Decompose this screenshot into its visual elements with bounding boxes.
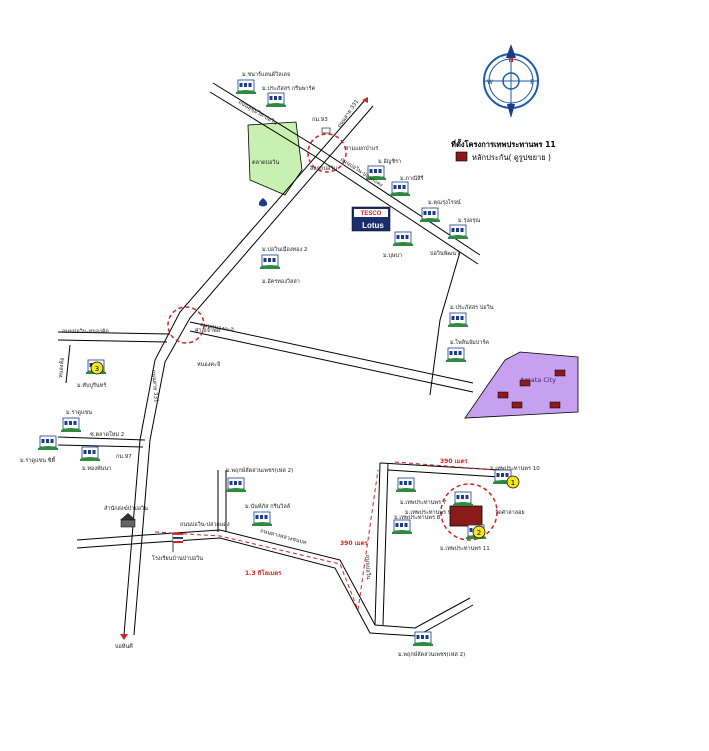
- compass-w: W: [487, 79, 493, 86]
- distance-d2: 390 เมตร: [340, 540, 369, 547]
- marker-3: 3: [95, 365, 99, 373]
- compass-rose: N S E W: [483, 44, 539, 118]
- label-p25: ม.เทพประทานพร 9: [405, 509, 452, 516]
- legend-item: หลักประกัน( ดูรูปขยาย ): [472, 153, 551, 162]
- road-label-r5: ถนนบ่อวิน-หนองค้อ: [62, 328, 109, 335]
- temple-icon: [120, 513, 136, 528]
- label-p13: ม.ไพลินจัมปาร์ค: [450, 339, 489, 346]
- label-p26: ม.เทพประทานพร 8: [394, 514, 441, 521]
- label-p3: กม.93: [312, 117, 328, 123]
- tesco-text: TESCO: [361, 211, 382, 217]
- label-p10: ม.บ่อวินเมืองทอง 2: [262, 246, 307, 253]
- label-p15: ม.ราดูแขน: [66, 410, 92, 416]
- label-p33: ศาลเจ้าพ่อ: [195, 327, 220, 334]
- marker-1: 1: [511, 479, 515, 487]
- compass-n: N: [508, 57, 513, 64]
- amata-label: Amata City: [520, 376, 556, 384]
- label-p17: ม.ทองพันนา: [82, 465, 111, 472]
- water-drop-icon: [258, 198, 268, 207]
- label-p9: ม.บุษบา: [383, 253, 402, 259]
- label-p20: ม.พฤกษ์ลัดสวนเพชร(เฟส 2): [226, 467, 293, 474]
- distance-labels: 390 เมตร 390 เมตร 1.3 กิโลเมตร: [245, 458, 469, 577]
- road-label-r9: ถนนบ่อวิน-ปลวกแดง: [180, 521, 230, 528]
- km-sign-icon: [321, 127, 331, 134]
- road-label-r7: หนองค้อ: [57, 357, 66, 378]
- highlight-circles: [167, 133, 498, 541]
- road-label-r8: ซ.ตลาดใหม่ 2: [90, 431, 124, 438]
- label-p6: ม.ภาณีสิรี: [400, 175, 424, 182]
- label-p12: ม.ประภัสสร บ่อวิน: [450, 304, 494, 311]
- label-p7: ม.คุณรุ่งโรจน์: [428, 198, 461, 206]
- legend-title: ที่ตั้งโครงการเทพประทานพร 11: [451, 138, 556, 149]
- label-p19: สำนักสงฆ์ป่าบ่อวิน: [104, 505, 148, 512]
- label-p28: ม.พฤกษ์ลัดสวนเพชร(เฟส 2): [398, 651, 465, 658]
- label-p16: ม.ราดูแขน ซิตี้: [20, 456, 56, 464]
- label-p8: ม.รุ่งอรุณ: [458, 218, 480, 224]
- distance-d1: 390 เมตร: [440, 458, 469, 465]
- label-p5: ม.อัญชิรา: [378, 158, 401, 165]
- label-p27: ม.เทพประทานพร 11: [440, 545, 490, 552]
- label-p31: บ่อหินคี: [115, 643, 133, 650]
- label-p29: วัดศาลาลอย: [495, 509, 525, 516]
- label-p1: ม.ชนาร์แลนด์วิลเลจ: [242, 71, 290, 78]
- lotus-text: Lotus: [362, 221, 384, 230]
- numbered-markers: 3 1 2: [90, 361, 520, 539]
- route-dashed: [154, 461, 496, 611]
- label-p30: หนองคะจิ: [197, 361, 220, 368]
- label-p11: ม.อัครทองวิลล่า: [262, 278, 300, 285]
- label-p21: ม.นันท์ภัส กรีนวิลล์: [245, 503, 290, 510]
- school-flag-icon: [172, 533, 184, 552]
- label-p22: โรงเรียนบ้านป่าบ่อวิน: [152, 554, 203, 562]
- legend: ที่ตั้งโครงการเทพประทานพร 11 หลักประกัน(…: [451, 138, 556, 162]
- amata-houses: [497, 369, 566, 409]
- label-p24: ม.เทพประทานพร 7: [400, 499, 447, 506]
- road-label-r6: ถนนสาย 331: [150, 370, 160, 403]
- distance-d3: 1.3 กิโลเมตร: [245, 569, 282, 577]
- road-label-r13: สี่แยกบ่อวิน: [309, 164, 337, 172]
- road-label-r12: บ่อวินพัฒนา: [430, 250, 459, 257]
- tesco-lotus-logo: TESCO Lotus: [351, 206, 391, 232]
- marker-2: 2: [477, 529, 481, 537]
- roads: [57, 82, 501, 637]
- compass-e: E: [530, 79, 534, 86]
- label-p18: กม.97: [116, 454, 132, 460]
- label-p23: ม.เทพประทานพร 10: [490, 465, 540, 472]
- label-p14: ม.ทับบูรีนทร์: [77, 382, 106, 389]
- label-p32: สามแยกป่าแร่: [345, 145, 378, 152]
- legend-swatch: [455, 151, 468, 162]
- label-p2: ม.ประภัสสร กรีนพาร์ค: [262, 85, 316, 92]
- compass-s: S: [509, 103, 513, 110]
- collateral-area: [449, 505, 483, 527]
- road-label-r10: ถนนทางหลวงชนบท: [259, 527, 307, 546]
- place-labels: ม.ชนาร์แลนด์วิลเลจ ม.ประภัสสร กรีนพาร์ค …: [20, 71, 540, 658]
- road-arrow-icons: [120, 97, 368, 640]
- label-p4: ตลาดบ่อวิน: [252, 159, 279, 166]
- road-label-r11: ถนนบ่อวิน: [364, 555, 372, 580]
